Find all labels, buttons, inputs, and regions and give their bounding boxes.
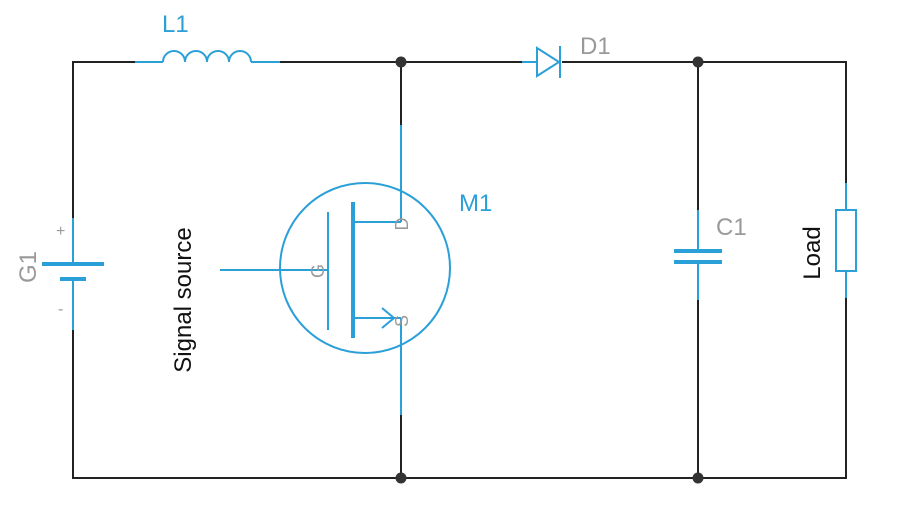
mosfet-body-circle bbox=[279, 182, 451, 354]
load-resistor-body bbox=[835, 209, 857, 272]
capacitor-c1: C1 bbox=[674, 210, 747, 300]
junction-node bbox=[692, 56, 704, 68]
mosfet-label: M1 bbox=[459, 190, 492, 217]
capacitor-label: C1 bbox=[716, 214, 747, 241]
diode-label: D1 bbox=[580, 33, 611, 60]
mosfet-pin-drain: D bbox=[392, 218, 412, 231]
junction-nodes bbox=[395, 56, 704, 484]
mosfet-pin-gate: G bbox=[308, 264, 328, 278]
mosfet-m1: D G S M1 bbox=[220, 125, 492, 415]
mosfet-source-arrow bbox=[381, 307, 396, 329]
inductor-l1: L1 bbox=[135, 11, 280, 63]
load-resistor: Load bbox=[799, 183, 857, 298]
battery-label: G1 bbox=[15, 251, 42, 283]
battery-minus-sign: - bbox=[58, 301, 63, 318]
battery-plus-sign: + bbox=[56, 223, 65, 240]
junction-node bbox=[395, 472, 407, 484]
signal-source-label: Signal source bbox=[170, 227, 197, 372]
wires bbox=[72, 61, 847, 479]
diode-d1: D1 bbox=[522, 33, 611, 78]
battery-g1: + - G1 bbox=[15, 218, 104, 330]
diode-triangle bbox=[536, 46, 561, 78]
inductor-coil bbox=[162, 50, 252, 63]
load-label: Load bbox=[799, 226, 826, 279]
junction-node bbox=[395, 56, 407, 68]
junction-node bbox=[692, 472, 704, 484]
mosfet-pin-source: S bbox=[392, 315, 412, 327]
inductor-label: L1 bbox=[162, 11, 189, 38]
